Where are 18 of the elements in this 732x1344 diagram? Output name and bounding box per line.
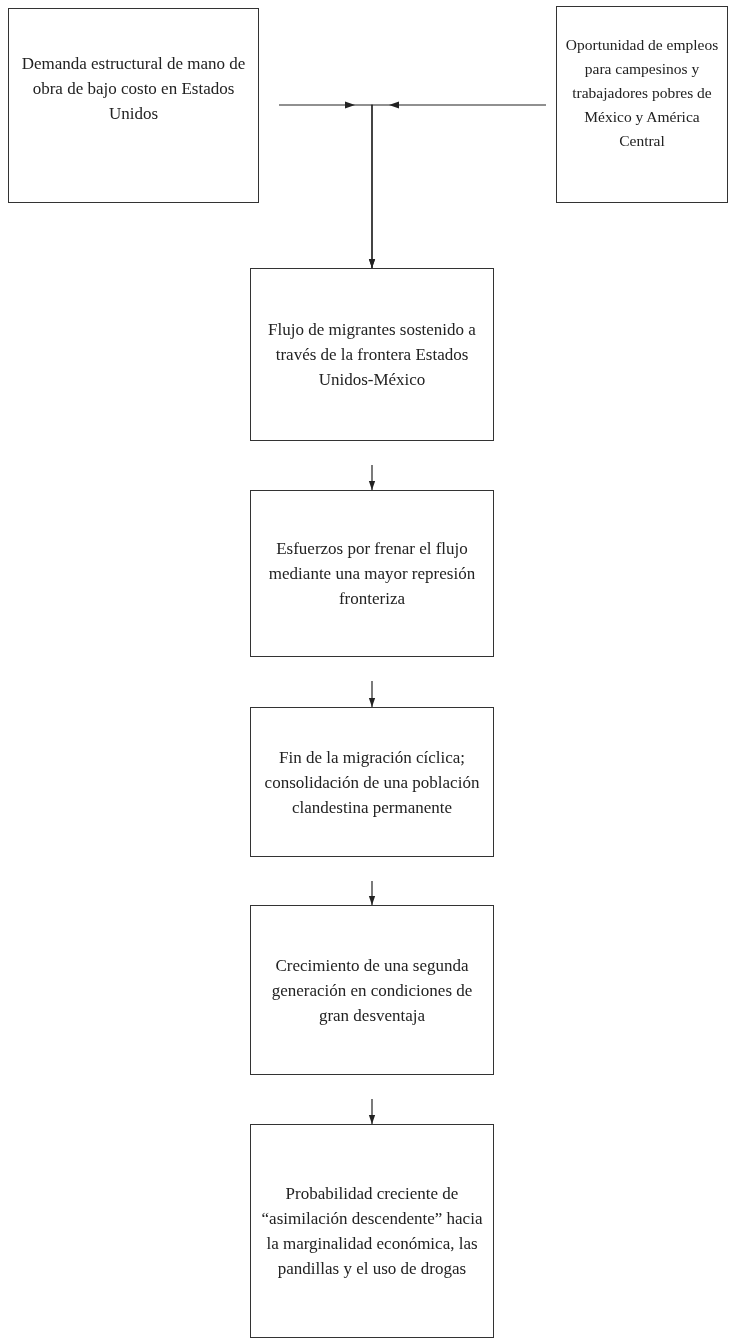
box-text: Probabilidad creciente de “asimilación descendente” hacia la marginalidad económica, las pandillas y el uso de drogas bbox=[261, 1183, 483, 1280]
process-box bbox=[250, 905, 494, 1075]
process-box bbox=[250, 490, 494, 657]
box-text: Flujo de migrantes sostenido a través de la frontera Estados Unidos-México bbox=[267, 319, 477, 391]
process-box bbox=[556, 6, 728, 203]
process-box bbox=[250, 707, 494, 857]
process-box bbox=[8, 8, 259, 203]
process-box bbox=[250, 268, 494, 441]
process-box bbox=[250, 1124, 494, 1338]
box-text: Demanda estructural de mano de obra de bajo costo en Estados Unidos bbox=[20, 53, 247, 125]
arrow bbox=[368, 464, 376, 491]
box-text: Oportunidad de empleos para campesinos y trabajadores pobres de México y América Central bbox=[564, 34, 720, 151]
box-text: Crecimiento de una segunda generación en condiciones de gran desventaja bbox=[270, 954, 474, 1027]
arrow bbox=[368, 880, 376, 906]
arrow bbox=[368, 1098, 376, 1125]
arrow bbox=[368, 680, 376, 708]
box-text: Esfuerzos por frenar el flujo mediante una mayor represión fronteriza bbox=[267, 538, 477, 610]
box-text: Fin de la migración cíclica; consolidación de una población clandestina permanente bbox=[263, 746, 481, 819]
